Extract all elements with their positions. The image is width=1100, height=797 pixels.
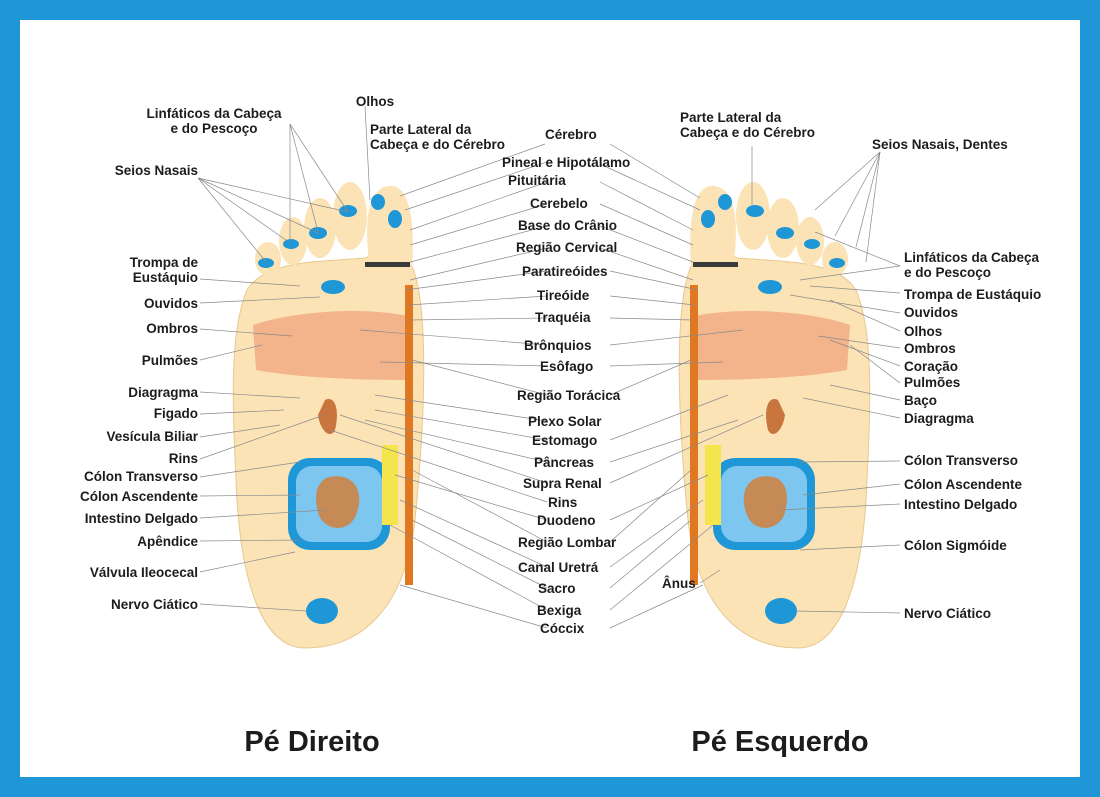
label-c-pineal: Pineal e Hipotálamo	[502, 155, 630, 170]
label-c-cerebro: Cérebro	[545, 127, 597, 142]
label-c-supra: Supra Renal	[523, 476, 602, 491]
title-right-foot: Pé Direito	[244, 726, 379, 759]
label-r-diagragma: Diagragma	[128, 385, 198, 400]
label-l-ouvidos: Ouvidos	[904, 305, 958, 320]
label-c-toracica: Região Torácica	[517, 388, 620, 403]
label-l-linfaticos: Linfáticos da Cabeçae do Pescoço	[904, 250, 1039, 280]
right-foot	[233, 182, 424, 648]
label-l-intestino: Intestino Delgado	[904, 497, 1017, 512]
label-l-ombros: Ombros	[904, 341, 956, 356]
label-c-base: Base do Crânio	[518, 218, 617, 233]
label-r-valvula: Válvula Ileocecal	[90, 565, 198, 580]
label-l-anus: Ânus	[662, 576, 696, 591]
label-c-bronquios: Brônquios	[524, 338, 592, 353]
label-l-colon-ascendente: Cólon Ascendente	[904, 477, 1022, 492]
label-r-linfaticos: Linfáticos da Cabeçae do Pescoço	[146, 106, 281, 136]
label-c-cerebelo: Cerebelo	[530, 196, 588, 211]
label-c-traqueia: Traquéia	[535, 310, 591, 325]
label-l-pulmoes: Pulmões	[904, 375, 960, 390]
label-r-trompa: Trompa deEustáquio	[130, 255, 198, 285]
label-r-vesicula: Vesícula Biliar	[106, 429, 198, 444]
label-c-esofago: Esôfago	[540, 359, 593, 374]
label-l-diagragma: Diagragma	[904, 411, 974, 426]
label-c-pancreas: Pâncreas	[534, 455, 594, 470]
label-l-seios: Seios Nasais, Dentes	[872, 137, 1008, 152]
label-r-olhos: Olhos	[356, 94, 394, 109]
label-c-pituitaria: Pituitária	[508, 173, 566, 188]
label-r-colon-transverso: Cólon Transverso	[84, 469, 198, 484]
label-c-lombar: Região Lombar	[518, 535, 616, 550]
label-r-rins: Rins	[169, 451, 198, 466]
label-r-apendice: Apêndice	[137, 534, 198, 549]
label-c-coccix: Cóccix	[540, 621, 584, 636]
label-l-baco: Baço	[904, 393, 937, 408]
label-r-seios: Seios Nasais	[115, 163, 198, 178]
label-l-nervo: Nervo Ciático	[904, 606, 991, 621]
label-r-parte-lateral: Parte Lateral daCabeça e do Cérebro	[370, 122, 505, 152]
label-l-colon-transverso: Cólon Transverso	[904, 453, 1018, 468]
label-c-paratireoides: Paratireóides	[522, 264, 608, 279]
label-c-plexo: Plexo Solar	[528, 414, 602, 429]
label-c-tireoide: Tireóide	[537, 288, 589, 303]
label-r-ouvidos: Ouvidos	[144, 296, 198, 311]
label-r-nervo: Nervo Ciático	[111, 597, 198, 612]
label-r-ombros: Ombros	[146, 321, 198, 336]
label-l-coracao: Coração	[904, 359, 958, 374]
label-c-estomago: Estomago	[532, 433, 597, 448]
label-c-canal: Canal Uretrá	[518, 560, 598, 575]
label-r-colon-ascendente: Cólon Ascendente	[80, 489, 198, 504]
label-l-sigmoide: Cólon Sigmóide	[904, 538, 1007, 553]
label-r-pulmoes: Pulmões	[142, 353, 198, 368]
label-r-intestino: Intestino Delgado	[85, 511, 198, 526]
label-l-olhos: Olhos	[904, 324, 942, 339]
label-c-duodeno: Duodeno	[537, 513, 596, 528]
label-l-trompa: Trompa de Eustáquio	[904, 287, 1041, 302]
label-l-parte-lateral: Parte Lateral daCabeça e do Cérebro	[680, 110, 815, 140]
label-c-sacro: Sacro	[538, 581, 576, 596]
label-c-bexiga: Bexiga	[537, 603, 581, 618]
label-c-rins: Rins	[548, 495, 577, 510]
label-c-cervical: Região Cervical	[516, 240, 617, 255]
title-left-foot: Pé Esquerdo	[691, 726, 868, 759]
label-r-figado: Figado	[154, 406, 198, 421]
